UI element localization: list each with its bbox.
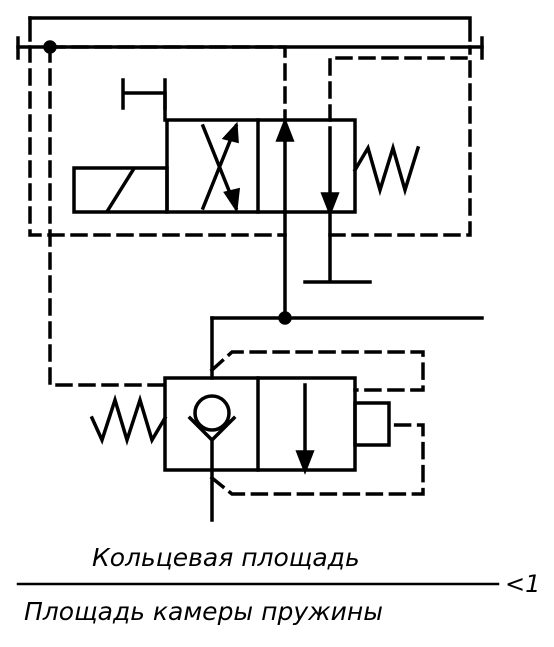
tank-line (303, 210, 372, 284)
formula-numerator: Кольцевая площадь (92, 543, 360, 572)
parallel-arrowhead-down (320, 192, 340, 217)
cross-arrowhead-up (221, 121, 239, 144)
pilot-check-valve (48, 45, 425, 522)
return-spring-top (352, 141, 421, 197)
valve-frame-top (28, 16, 472, 42)
solenoid-diagonal (105, 167, 136, 213)
check-valve-body (163, 376, 357, 472)
manual-override-button (121, 78, 167, 110)
subplate-outline (28, 45, 287, 237)
pilot-line-lower (209, 423, 425, 496)
subplate-top-left (48, 45, 287, 122)
formula-denominator: Площадь камеры пружины (24, 597, 383, 626)
pilot-line-upper (209, 350, 425, 392)
subplate-top-right (328, 56, 472, 122)
check-ball (193, 394, 231, 432)
pilot-line-left (48, 45, 167, 387)
formula-relation: <1 (505, 570, 540, 598)
check-spring (89, 394, 168, 446)
flow-arrowhead (295, 450, 315, 475)
cross-arrowhead-down (223, 187, 241, 213)
parallel-arrowhead-up (275, 117, 295, 142)
solenoid-directional-valve (16, 16, 484, 237)
subplate-right-part (328, 45, 472, 237)
valve-body (165, 118, 357, 214)
pilot-piston (353, 401, 391, 447)
